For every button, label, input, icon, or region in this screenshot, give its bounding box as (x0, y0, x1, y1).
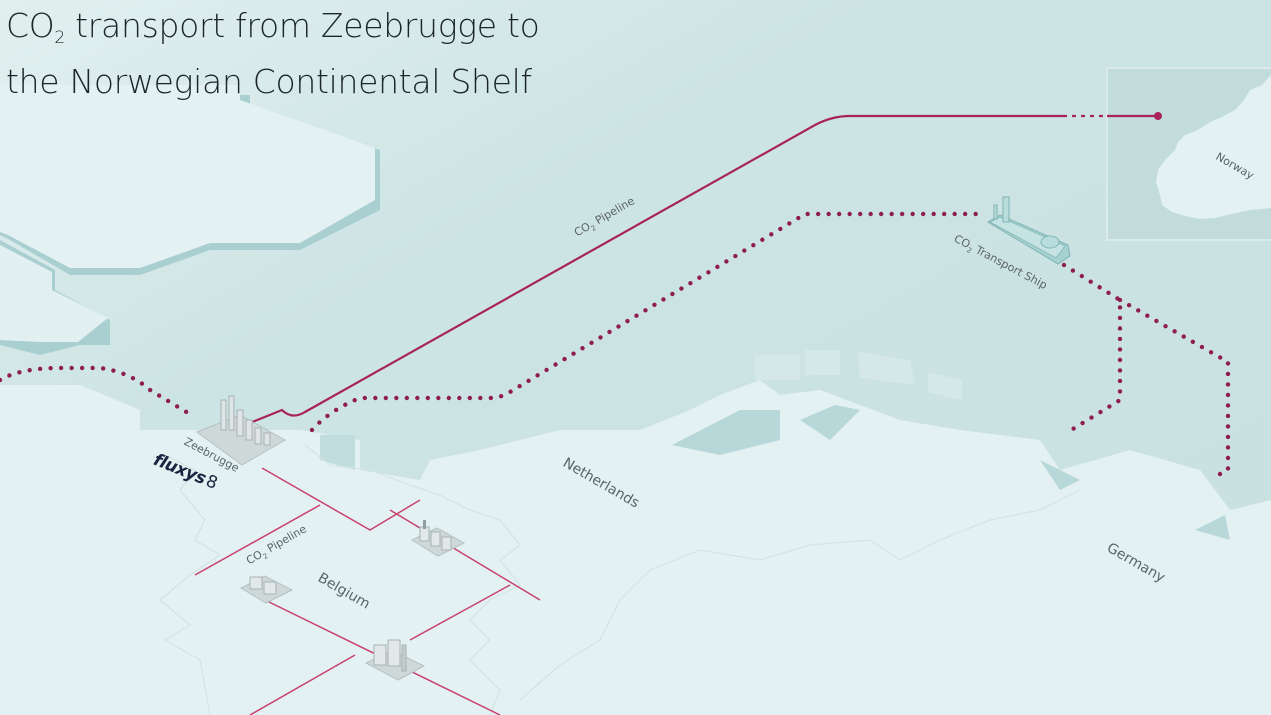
uk-landmass (0, 85, 380, 440)
norway-endpoint-icon (1154, 112, 1162, 120)
industrial-site-north-icon (410, 520, 466, 557)
industrial-site-south-icon (364, 639, 426, 681)
shipping-routes (0, 211, 1231, 481)
offshore-co2-pipeline (244, 112, 1162, 427)
continent-landmass (0, 350, 1271, 715)
zeebrugge-terminal-icon (195, 395, 287, 466)
country-borders (159, 444, 1081, 715)
onshore-co2-pipelines (194, 467, 541, 715)
co2-transport-ship-icon (987, 196, 1071, 265)
page-title: CO2 transport from Zeebrugge to the Norw… (6, 6, 540, 101)
industrial-site-west-icon (239, 575, 294, 604)
norway-inset (1106, 67, 1271, 241)
